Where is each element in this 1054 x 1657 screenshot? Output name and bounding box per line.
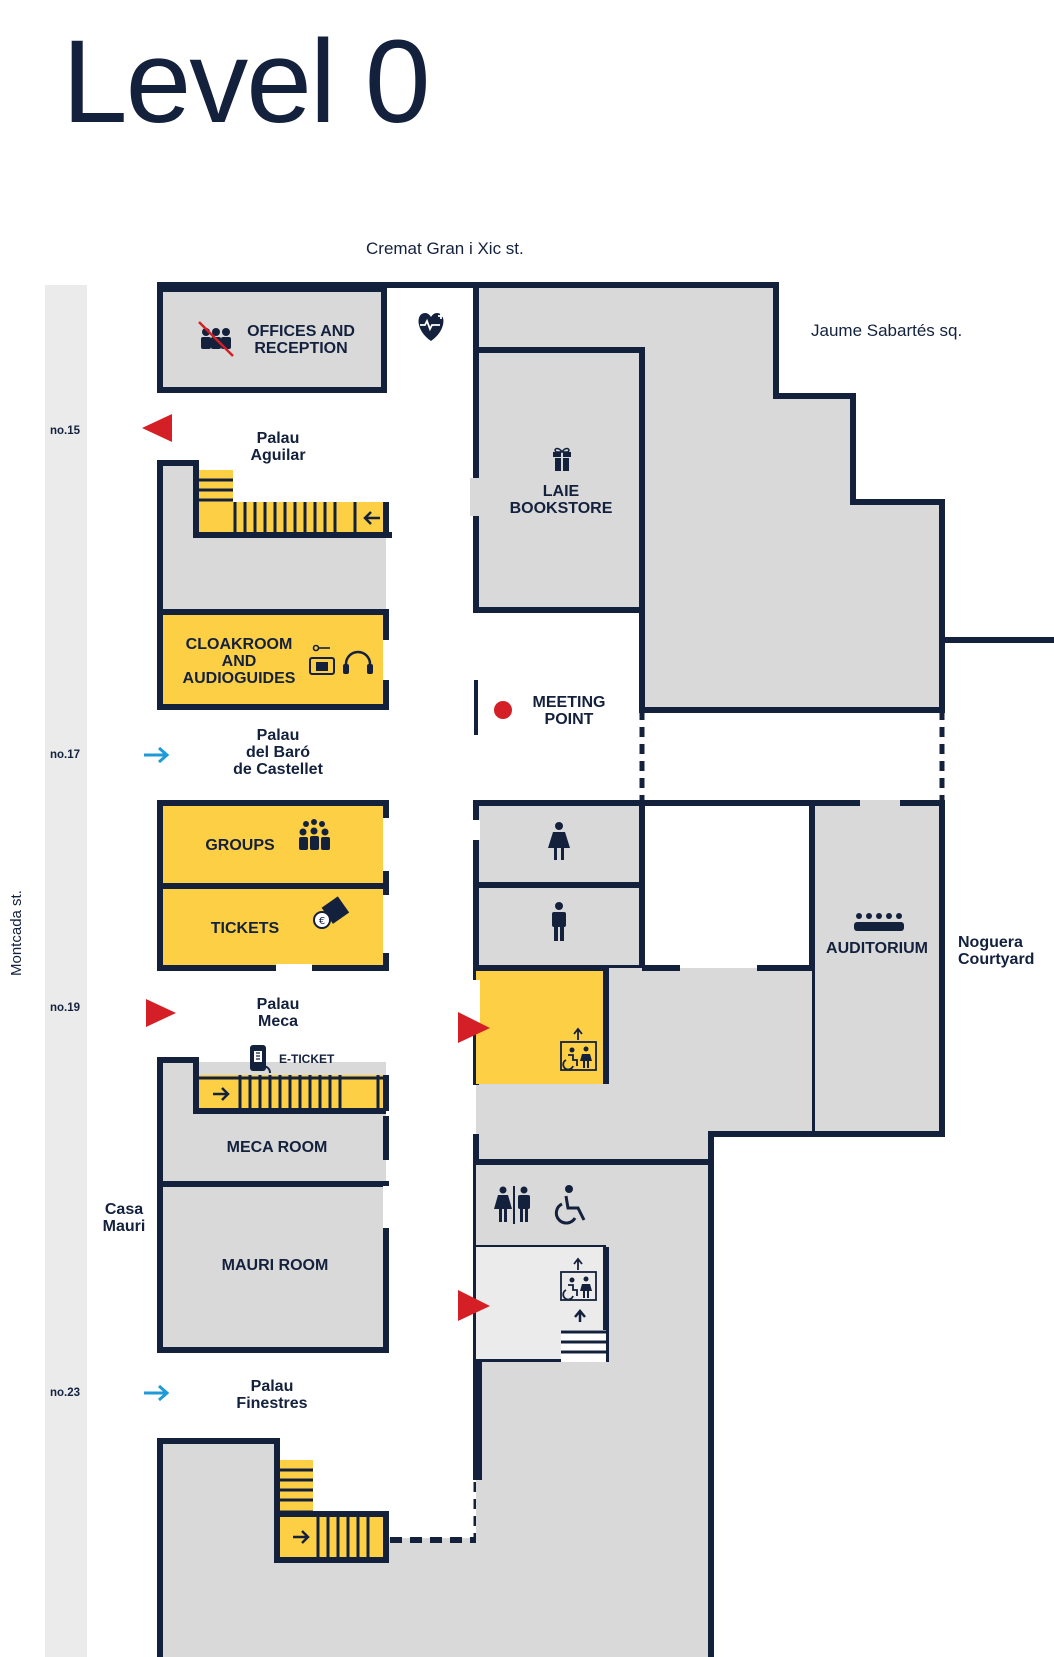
no-staff-icon — [198, 321, 234, 357]
building-label-finestres: Palau Finestres — [236, 1378, 308, 1412]
room-label-groups: GROUPS — [205, 837, 275, 854]
entrance-arrow-icon — [458, 1290, 490, 1321]
stairs-arrow-icon — [363, 511, 380, 525]
room-label-cloakroom: CLOAKROOM AND AUDIOGUIDES — [182, 636, 296, 687]
locker-icon — [309, 644, 335, 675]
entrance-arrow-icon — [458, 1012, 490, 1043]
first-aid-icon — [418, 313, 444, 341]
cloakroom-room — [157, 609, 389, 710]
room-label-meeting: MEETING POINT — [532, 694, 606, 728]
elevator-icon — [560, 1027, 597, 1071]
elevator-icon — [560, 1257, 597, 1301]
street-number: no.19 — [50, 1002, 81, 1014]
building-label-aguilar: Palau Aguilar — [250, 430, 306, 464]
stairs-arrow-icon — [293, 1530, 310, 1544]
man-toilet-icon — [552, 902, 566, 941]
offices-room — [157, 286, 387, 393]
page-title: Level 0 — [62, 16, 431, 148]
street-number: no.15 — [50, 425, 81, 437]
headphones-icon — [343, 650, 373, 674]
stairs-arrow-icon — [213, 1087, 230, 1101]
lobby-stairs — [561, 1330, 606, 1362]
exit-arrow-icon — [142, 414, 172, 442]
audience-icon — [854, 913, 904, 931]
auditorium-room — [809, 800, 945, 1137]
bookstore-room — [473, 347, 645, 613]
accessible-toilets-room — [476, 1162, 711, 1247]
aguilar-stairs-run — [197, 502, 386, 535]
group-icon — [299, 819, 330, 850]
ticket-euro-icon: € — [313, 896, 350, 929]
square-label: Jaume Sabartés sq. — [811, 321, 963, 340]
building-label-mauri: Casa Mauri — [102, 1201, 146, 1235]
room-label-tickets: TICKETS — [210, 920, 280, 937]
entrance-arrow-icon — [146, 999, 176, 1027]
street-number: no.17 — [50, 749, 81, 761]
svg-text:€: € — [319, 916, 325, 927]
street-label-top: Cremat Gran i Xic st. — [366, 239, 524, 258]
wheelchair-icon — [554, 1185, 586, 1225]
street-label-left: Montcada st. — [8, 890, 25, 976]
elevator-room — [476, 968, 606, 1084]
mobile-ticket-icon — [250, 1045, 271, 1074]
info-arrow-icon — [144, 746, 170, 764]
building-label-noguera: Noguera Courtyard — [958, 934, 1035, 968]
gift-icon — [553, 447, 571, 471]
room-label-auditorium: AUDITORIUM — [826, 940, 928, 957]
mauri-room — [157, 1181, 389, 1353]
meeting-point-marker — [494, 701, 512, 719]
woman-toilet-icon — [548, 822, 570, 860]
eticket-label: E-TICKET — [279, 1052, 335, 1066]
accessible-toilet-icon — [494, 1186, 530, 1224]
tickets-room — [157, 883, 389, 971]
info-arrow-icon — [144, 1384, 170, 1402]
street-number: no.23 — [50, 1387, 81, 1399]
montcada-street — [45, 285, 87, 1657]
building-label-baro: Palau del Baró de Castellet — [233, 727, 323, 778]
room-label-bookstore: LAIE BOOKSTORE — [509, 483, 613, 517]
room-label-mauri: MAURI ROOM — [221, 1257, 329, 1274]
room-label-offices: OFFICES AND RECEPTION — [247, 323, 355, 357]
building-label-meca: Palau Meca — [256, 996, 300, 1030]
room-label-meca: MECA ROOM — [226, 1139, 328, 1156]
